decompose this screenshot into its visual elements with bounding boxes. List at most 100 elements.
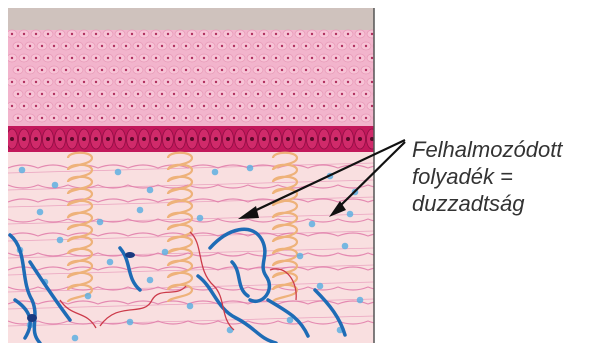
- annotation-label: Felhalmozódott folyadék = duzzadtság: [412, 136, 592, 217]
- cell-nucleus: [311, 81, 313, 83]
- basal-nucleus: [82, 137, 86, 141]
- cell-nucleus: [161, 69, 163, 71]
- cell-nucleus: [323, 105, 325, 107]
- cell-nucleus: [317, 69, 319, 71]
- cell-nucleus: [83, 57, 85, 59]
- cell-nucleus: [65, 69, 67, 71]
- cell-nucleus: [59, 33, 61, 35]
- cell-nucleus: [71, 33, 73, 35]
- cell-nucleus: [167, 81, 169, 83]
- cell-nucleus: [317, 117, 319, 119]
- cell-nucleus: [197, 117, 199, 119]
- cell-nucleus: [77, 69, 79, 71]
- cell-nucleus: [131, 57, 133, 59]
- cell-nucleus: [125, 69, 127, 71]
- cell-nucleus: [227, 57, 229, 59]
- cell-nucleus: [257, 117, 259, 119]
- cell-nucleus: [341, 69, 343, 71]
- fluid-droplet: [317, 283, 324, 290]
- cell-nucleus: [89, 45, 91, 47]
- cell-nucleus: [263, 105, 265, 107]
- cell-nucleus: [251, 57, 253, 59]
- cell-nucleus: [179, 57, 181, 59]
- cell-nucleus: [371, 105, 373, 107]
- cell-nucleus: [221, 69, 223, 71]
- cell-nucleus: [245, 69, 247, 71]
- cell-nucleus: [95, 33, 97, 35]
- cell-nucleus: [17, 45, 19, 47]
- cell-nucleus: [281, 69, 283, 71]
- cell-nucleus: [161, 117, 163, 119]
- cell-nucleus: [83, 81, 85, 83]
- cell-nucleus: [389, 69, 391, 71]
- cell-nucleus: [143, 81, 145, 83]
- cell-nucleus: [77, 93, 79, 95]
- cell-nucleus: [107, 81, 109, 83]
- cell-nucleus: [287, 81, 289, 83]
- fluid-droplet: [147, 277, 154, 284]
- cell-nucleus: [47, 81, 49, 83]
- cell-nucleus: [11, 33, 13, 35]
- cell-nucleus: [155, 57, 157, 59]
- cell-nucleus: [125, 93, 127, 95]
- cell-nucleus: [53, 93, 55, 95]
- basal-nucleus: [154, 137, 158, 141]
- cell-nucleus: [233, 45, 235, 47]
- cell-nucleus: [371, 33, 373, 35]
- cell-nucleus: [11, 57, 13, 59]
- cell-nucleus: [149, 69, 151, 71]
- epidermis-cell: [379, 102, 389, 110]
- cell-nucleus: [257, 45, 259, 47]
- cell-nucleus: [47, 57, 49, 59]
- cell-nucleus: [209, 117, 211, 119]
- cell-nucleus: [107, 105, 109, 107]
- cell-nucleus: [215, 57, 217, 59]
- cell-nucleus: [335, 81, 337, 83]
- fluid-droplet: [107, 259, 114, 266]
- cell-nucleus: [209, 69, 211, 71]
- cell-nucleus: [149, 45, 151, 47]
- cell-nucleus: [41, 45, 43, 47]
- cell-nucleus: [215, 81, 217, 83]
- cell-nucleus: [161, 93, 163, 95]
- cell-nucleus: [131, 81, 133, 83]
- cell-nucleus: [11, 105, 13, 107]
- cell-nucleus: [17, 117, 19, 119]
- cell-nucleus: [29, 117, 31, 119]
- cell-nucleus: [137, 117, 139, 119]
- cell-nucleus: [155, 105, 157, 107]
- fluid-droplet: [85, 293, 92, 300]
- cell-nucleus: [245, 117, 247, 119]
- cell-nucleus: [359, 81, 361, 83]
- cell-nucleus: [215, 33, 217, 35]
- cell-nucleus: [287, 105, 289, 107]
- cell-nucleus: [281, 117, 283, 119]
- cell-nucleus: [209, 45, 211, 47]
- cell-nucleus: [137, 69, 139, 71]
- cell-nucleus: [269, 69, 271, 71]
- cell-nucleus: [17, 69, 19, 71]
- cell-nucleus: [47, 33, 49, 35]
- cell-nucleus: [107, 57, 109, 59]
- cell-nucleus: [35, 57, 37, 59]
- cell-nucleus: [335, 33, 337, 35]
- cell-nucleus: [143, 57, 145, 59]
- fluid-droplet: [147, 187, 154, 194]
- cell-nucleus: [365, 69, 367, 71]
- cell-nucleus: [167, 105, 169, 107]
- cell-nucleus: [251, 105, 253, 107]
- cell-nucleus: [209, 93, 211, 95]
- cell-nucleus: [383, 105, 385, 107]
- basal-nucleus: [46, 137, 50, 141]
- cell-nucleus: [197, 93, 199, 95]
- fluid-droplet: [212, 169, 219, 176]
- basal-nucleus: [34, 137, 38, 141]
- epidermis-cell: [385, 66, 395, 74]
- cell-nucleus: [227, 81, 229, 83]
- fluid-droplet: [297, 253, 304, 260]
- cell-nucleus: [41, 93, 43, 95]
- cell-nucleus: [293, 93, 295, 95]
- cell-nucleus: [167, 57, 169, 59]
- cell-nucleus: [89, 69, 91, 71]
- cell-nucleus: [155, 33, 157, 35]
